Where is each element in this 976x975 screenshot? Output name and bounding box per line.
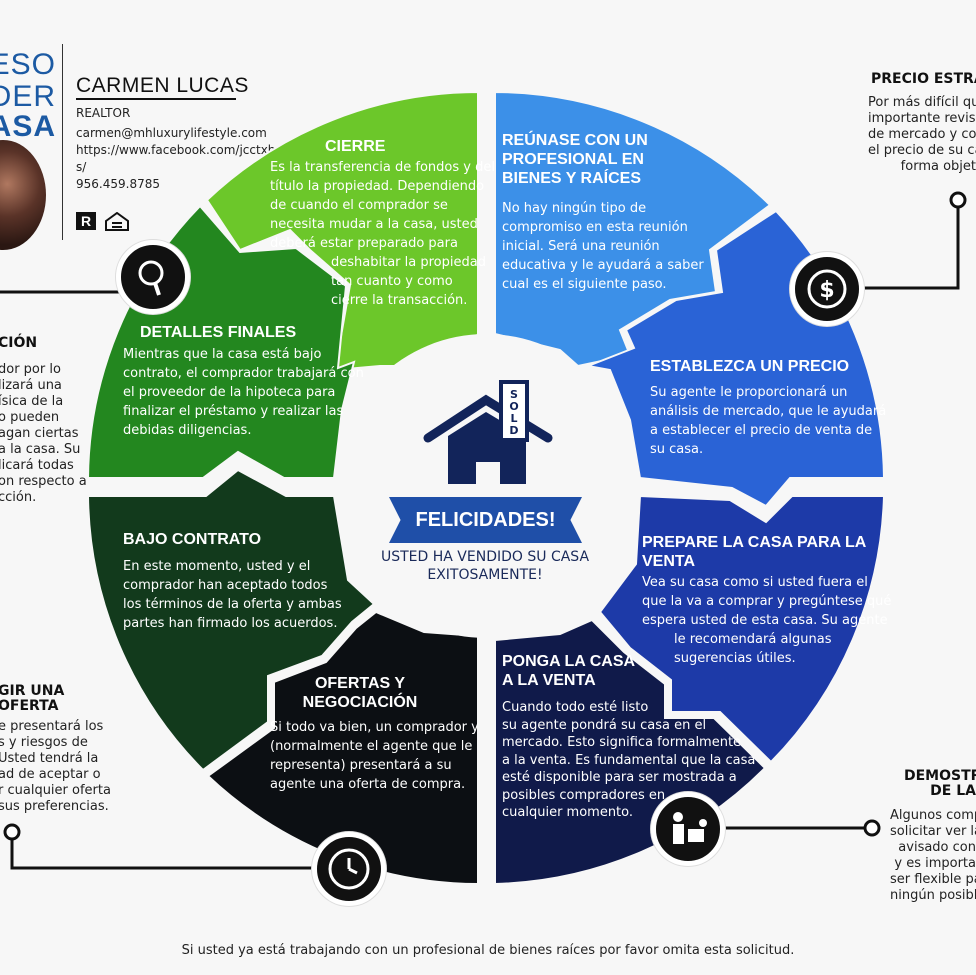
felicidades-banner: FELICIDADES! bbox=[389, 497, 582, 543]
dollar-badge: $ bbox=[790, 252, 864, 326]
header-divider bbox=[62, 44, 63, 240]
magnifier-icon bbox=[138, 260, 164, 296]
sold-house-icon: S O L D bbox=[423, 380, 553, 484]
center-subtitle: USTED HA VENDIDO SU CASA EXITOSAMENTE! bbox=[380, 549, 590, 583]
footer-note: Si usted ya está trabajando con un profe… bbox=[181, 943, 795, 958]
segment-bajo bbox=[86, 468, 376, 772]
segment-cierre bbox=[205, 90, 479, 372]
ofertas-body: Si todo va bien, un comprador y(normalme… bbox=[270, 720, 479, 792]
agent-role: REALTOR bbox=[76, 106, 131, 120]
agent-name: CARMEN LUCAS bbox=[76, 74, 249, 97]
svg-text:S: S bbox=[510, 388, 518, 401]
svg-text:$: $ bbox=[819, 278, 834, 303]
svg-text:D: D bbox=[509, 424, 518, 437]
magnifier-badge bbox=[116, 240, 190, 314]
equal-housing-logo bbox=[105, 211, 129, 231]
infographic-title: CESO NDER CASA bbox=[0, 48, 56, 140]
bajo-title: BAJO CONTRATO bbox=[123, 531, 262, 548]
connector-dot bbox=[949, 191, 967, 209]
agent-email[interactable]: carmen@mhluxurylifestyle.com bbox=[76, 126, 267, 140]
precio-title: ESTABLEZCA UN PRECIO bbox=[650, 358, 850, 375]
inspeccion-title: CIÓN bbox=[0, 335, 38, 351]
dollar-icon: $ bbox=[807, 269, 847, 309]
connector-dot bbox=[863, 819, 881, 837]
detalles-title: DETALLES FINALES bbox=[140, 324, 297, 341]
showing-badge bbox=[651, 792, 725, 866]
agent-phone[interactable]: 956.459.8785 bbox=[76, 177, 160, 191]
realtor-logo: R bbox=[76, 212, 96, 230]
svg-text:O: O bbox=[509, 400, 518, 413]
logo-group: R bbox=[76, 211, 132, 243]
agent-website-cont: s/ bbox=[76, 160, 87, 174]
clock-badge bbox=[312, 832, 386, 906]
cierre-title: CIERRE bbox=[325, 138, 386, 155]
segment-reunase bbox=[494, 90, 772, 368]
precio-estrategico-title: PRECIO ESTRA bbox=[871, 71, 976, 87]
segment-prepare bbox=[598, 494, 886, 764]
showing-icon bbox=[673, 812, 707, 844]
connector-dot bbox=[3, 823, 21, 841]
connector-lines bbox=[0, 200, 960, 870]
agent-website[interactable]: https://www.facebook.com/jcctxhome bbox=[76, 143, 302, 157]
center-disc bbox=[334, 334, 638, 638]
agent-name-rule bbox=[76, 98, 236, 100]
segment-ofertas bbox=[206, 610, 479, 886]
clock-icon bbox=[328, 848, 370, 890]
sold-sign-text: S O L D bbox=[509, 388, 518, 437]
felicidades-text: FELICIDADES! bbox=[415, 509, 556, 531]
svg-text:L: L bbox=[510, 412, 517, 425]
svg-text:R: R bbox=[81, 213, 91, 229]
